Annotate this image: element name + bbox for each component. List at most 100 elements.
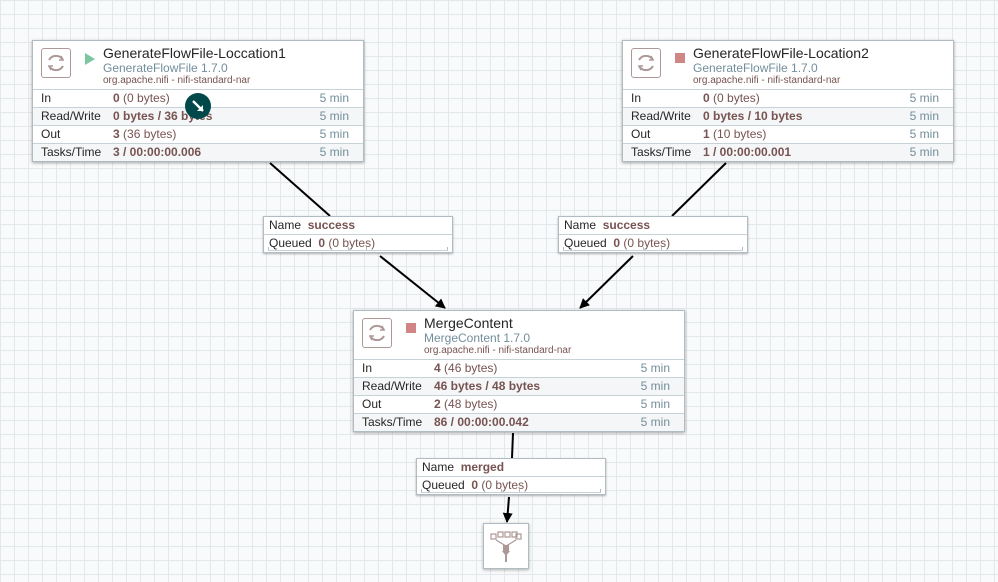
stat-label: Tasks/Time	[41, 145, 102, 159]
stat-row-in: In 0 (0 bytes) 5 min	[623, 90, 953, 108]
connection-queued-row: Queued 0 (0 bytes)	[559, 234, 747, 252]
processor-type: GenerateFlowFile 1.7.0	[693, 61, 818, 75]
stat-duration: 5 min	[640, 361, 670, 375]
connection-queued-size: (0 bytes)	[325, 236, 376, 250]
stat-duration: 5 min	[909, 109, 939, 123]
connection-name-row: Name success	[264, 217, 452, 234]
stat-size: (0 bytes)	[119, 91, 170, 105]
connection-queued-label: Queued	[564, 236, 607, 250]
processor-stats: In 4 (46 bytes) 5 min Read/Write 46 byte…	[354, 359, 684, 431]
edge-location1-to-success[interactable]	[269, 162, 331, 217]
processor-bundle: org.apache.nifi - nifi-standard-nar	[103, 75, 251, 86]
processor-bundle: org.apache.nifi - nifi-standard-nar	[424, 345, 572, 356]
stat-duration: 5 min	[909, 145, 939, 159]
processor-name: GenerateFlowFile-Loccation1	[103, 45, 286, 61]
stat-row-readwrite: Read/Write 0 bytes / 10 bytes 5 min	[623, 108, 953, 126]
connection-name-label: Name	[269, 218, 302, 232]
stat-readwrite: 46 bytes / 48 bytes	[434, 379, 541, 393]
processor-mergecontent[interactable]: MergeContent MergeContent 1.7.0 org.apac…	[353, 310, 685, 432]
edge-location2-to-success[interactable]	[671, 162, 727, 217]
connection-name-row: Name success	[559, 217, 747, 234]
stat-duration: 5 min	[909, 91, 939, 105]
connection-name-label: Name	[422, 460, 455, 474]
queue-progress-bar	[268, 247, 448, 251]
stat-count: 3	[113, 127, 120, 141]
stat-label: Read/Write	[631, 109, 691, 123]
funnel[interactable]	[483, 523, 529, 569]
stat-label: Tasks/Time	[362, 415, 423, 429]
stat-row-readwrite: Read/Write 46 bytes / 48 bytes 5 min	[354, 378, 684, 396]
processor-name: MergeContent	[424, 315, 513, 331]
stat-label: Out	[362, 397, 382, 411]
stat-tasks: 1 / 00:00:00.001	[703, 145, 792, 159]
stat-count: 1	[703, 127, 710, 141]
stat-value: 1 / 00:00:00.001	[703, 144, 791, 161]
stat-label: In	[41, 91, 52, 105]
connection-name-row: Name merged	[417, 459, 605, 476]
connection-queued-size: (0 bytes)	[478, 478, 529, 492]
connection-name-label: Name	[564, 218, 597, 232]
connection-name: success	[602, 218, 651, 232]
connection-queued-label: Queued	[269, 236, 312, 250]
stat-label: Out	[41, 127, 61, 141]
stat-size: (36 bytes)	[119, 127, 177, 141]
connection-queued-count: 0	[471, 478, 479, 492]
connection-queued-count: 0	[318, 236, 326, 250]
queue-progress-bar	[563, 247, 743, 251]
stat-count: 2	[434, 397, 441, 411]
connection-name: success	[307, 218, 356, 232]
arrow-cursor-icon	[185, 93, 211, 119]
processor-bundle: org.apache.nifi - nifi-standard-nar	[693, 75, 841, 86]
stat-count: 4	[434, 361, 441, 375]
stat-size: (10 bytes)	[709, 127, 767, 141]
connection-success-1[interactable]: Name success Queued 0 (0 bytes)	[263, 216, 453, 253]
stat-value: 3 (36 bytes)	[113, 126, 176, 143]
stat-tasks: 86 / 00:00:00.042	[434, 415, 529, 429]
processor-generateflowfile-location2[interactable]: GenerateFlowFile-Location2 GenerateFlowF…	[622, 40, 954, 162]
edge-success2-to-merge[interactable]	[579, 255, 634, 309]
connection-merged[interactable]: Name merged Queued 0 (0 bytes)	[416, 458, 606, 495]
stat-value: 4 (46 bytes)	[434, 360, 497, 377]
stat-value: 46 bytes / 48 bytes	[434, 378, 540, 395]
stat-value: 0 bytes / 10 bytes	[703, 108, 802, 125]
edge-merge-to-merged[interactable]	[511, 432, 514, 459]
stat-label: In	[631, 91, 642, 105]
stat-duration: 5 min	[319, 145, 349, 159]
stat-row-in: In 4 (46 bytes) 5 min	[354, 360, 684, 378]
processor-type: GenerateFlowFile 1.7.0	[103, 61, 228, 75]
play-icon[interactable]	[85, 53, 95, 65]
processor-header: GenerateFlowFile-Loccation1 GenerateFlow…	[33, 41, 363, 89]
stat-count: 0	[703, 91, 710, 105]
stat-row-tasks: Tasks/Time 3 / 00:00:00.006 5 min	[33, 144, 363, 161]
stat-label: Read/Write	[41, 109, 101, 123]
connection-success-2[interactable]: Name success Queued 0 (0 bytes)	[558, 216, 748, 253]
stop-icon[interactable]	[675, 53, 685, 63]
stat-value: 0 (0 bytes)	[703, 90, 760, 107]
stat-count: 0	[113, 91, 120, 105]
funnel-icon	[490, 531, 522, 562]
processor-header: MergeContent MergeContent 1.7.0 org.apac…	[354, 311, 684, 359]
stat-value: 2 (48 bytes)	[434, 396, 497, 413]
connection-queued-size: (0 bytes)	[620, 236, 671, 250]
stat-label: In	[362, 361, 373, 375]
connection-queued-label: Queued	[422, 478, 465, 492]
stop-icon[interactable]	[406, 323, 416, 333]
queue-progress-bar	[421, 489, 601, 493]
connection-queued-row: Queued 0 (0 bytes)	[417, 476, 605, 494]
stat-duration: 5 min	[640, 379, 670, 393]
stat-row-out: Out 3 (36 bytes) 5 min	[33, 126, 363, 144]
processor-icon	[362, 318, 392, 348]
stat-duration: 5 min	[640, 397, 670, 411]
edge-success1-to-merge[interactable]	[379, 255, 446, 309]
stat-label: Out	[631, 127, 651, 141]
connection-name: merged	[460, 460, 505, 474]
stat-label: Read/Write	[362, 379, 422, 393]
processor-header: GenerateFlowFile-Location2 GenerateFlowF…	[623, 41, 953, 89]
stat-row-out: Out 1 (10 bytes) 5 min	[623, 126, 953, 144]
processor-stats: In 0 (0 bytes) 5 min Read/Write 0 bytes …	[623, 89, 953, 161]
edge-merged-to-funnel[interactable]	[502, 496, 513, 523]
stat-size: (0 bytes)	[709, 91, 760, 105]
stat-duration: 5 min	[319, 109, 349, 123]
stat-value: 3 / 00:00:00.006	[113, 144, 201, 161]
